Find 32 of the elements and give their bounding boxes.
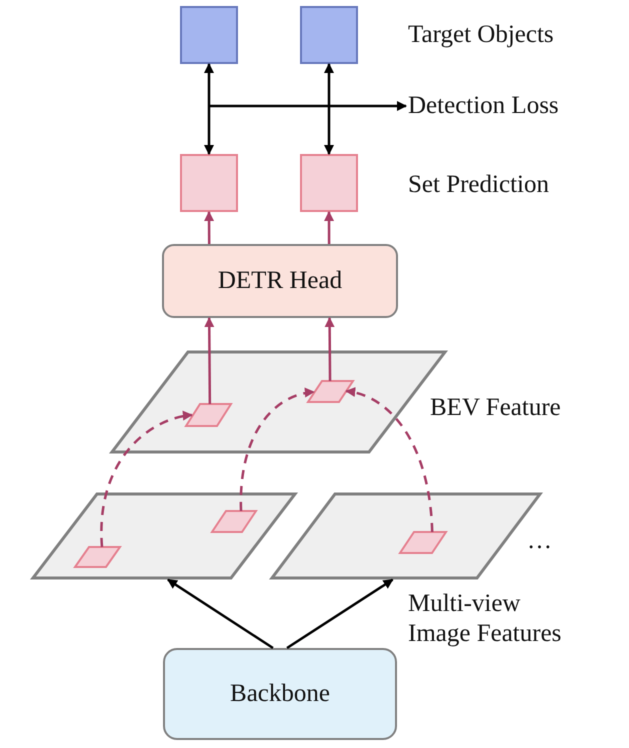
- feature-patch: [400, 532, 446, 553]
- arrow: [324, 317, 335, 381]
- layer-label: Target Objects: [408, 20, 554, 50]
- prediction-square: [180, 154, 238, 212]
- feature-patch: [308, 381, 353, 402]
- dashed-arrow: [240, 388, 315, 511]
- node-label: Backbone: [230, 679, 330, 709]
- arrow: [204, 63, 214, 155]
- layer-label: Multi-view Image Features: [408, 589, 562, 649]
- backbone-box: [163, 648, 397, 740]
- output-label: Detection Loss: [408, 91, 559, 121]
- target-object-square: [180, 6, 238, 64]
- feature-patch: [212, 511, 256, 532]
- prediction-square: [300, 154, 358, 212]
- head-box: [162, 244, 398, 318]
- arrow: [167, 578, 274, 650]
- arrow: [204, 317, 214, 404]
- target-object-square: [300, 6, 358, 64]
- dashed-arrow: [345, 388, 434, 532]
- arrow: [324, 211, 334, 244]
- dashed-arrow: [100, 411, 193, 548]
- arrow: [204, 211, 214, 244]
- arrow: [286, 578, 394, 650]
- node-label: DETR Head: [218, 266, 342, 296]
- feature-patch: [75, 547, 120, 567]
- feature-plane: [33, 494, 295, 578]
- layer-label: Set Prediction: [408, 170, 549, 200]
- ellipsis-label: …: [527, 526, 552, 556]
- feature-patch: [186, 404, 231, 426]
- layer-label: BEV Feature: [430, 393, 561, 423]
- arrow: [209, 101, 407, 111]
- arrow: [324, 63, 334, 155]
